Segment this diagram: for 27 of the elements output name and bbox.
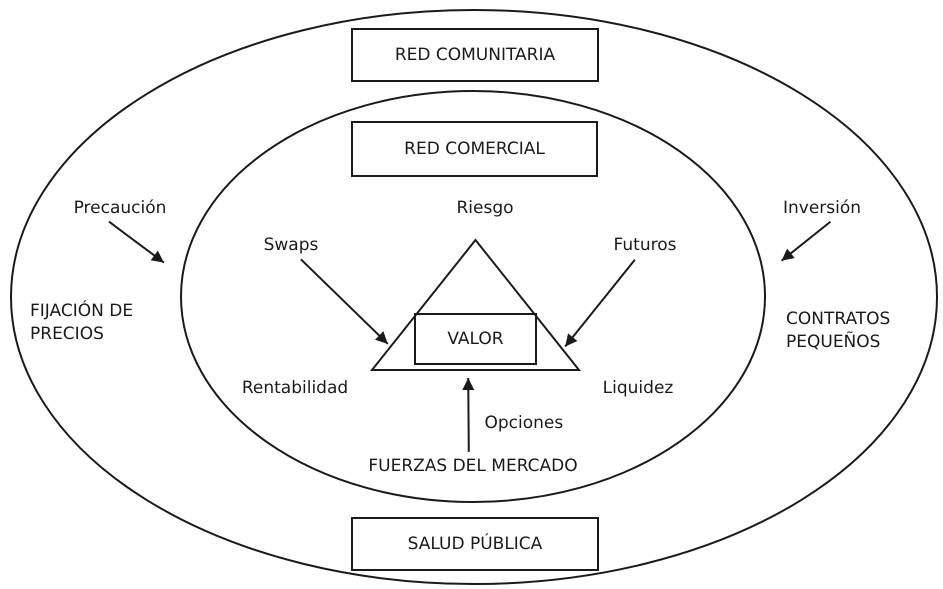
text-label: Swaps (264, 235, 318, 255)
text-label: Inversión (782, 198, 862, 218)
text-label: Futuros (614, 235, 676, 255)
arrow (564, 259, 636, 348)
box-label: RED COMERCIAL (404, 139, 545, 159)
box-label: VALOR (447, 329, 504, 349)
arrow (462, 378, 474, 452)
vertex-label: Riesgo (456, 198, 514, 218)
text-label: Precaución (74, 198, 166, 218)
edge-label: Opciones (482, 412, 566, 433)
box-label: RED COMUNITARIA (394, 45, 556, 65)
text-label: FIJACIÓN DE PRECIOS (30, 301, 134, 344)
box-label: SALUD PÚBLICA (408, 534, 542, 554)
arrow (108, 220, 164, 264)
triangle-shape (372, 240, 579, 370)
label-box (351, 517, 599, 571)
ellipse-region (10, 9, 938, 585)
label-box (351, 121, 598, 177)
arrow (780, 220, 832, 262)
ellipse-region (180, 90, 766, 503)
vertex-label: Liquidez (602, 378, 674, 398)
arrow (300, 258, 388, 345)
text-label: FUERZAS DEL MERCADO (368, 456, 578, 476)
label-box (351, 28, 599, 82)
label-box (414, 313, 537, 365)
vertex-label: Rentabilidad (242, 378, 348, 398)
text-label: CONTRATOS PEQUEÑOS (786, 309, 890, 352)
